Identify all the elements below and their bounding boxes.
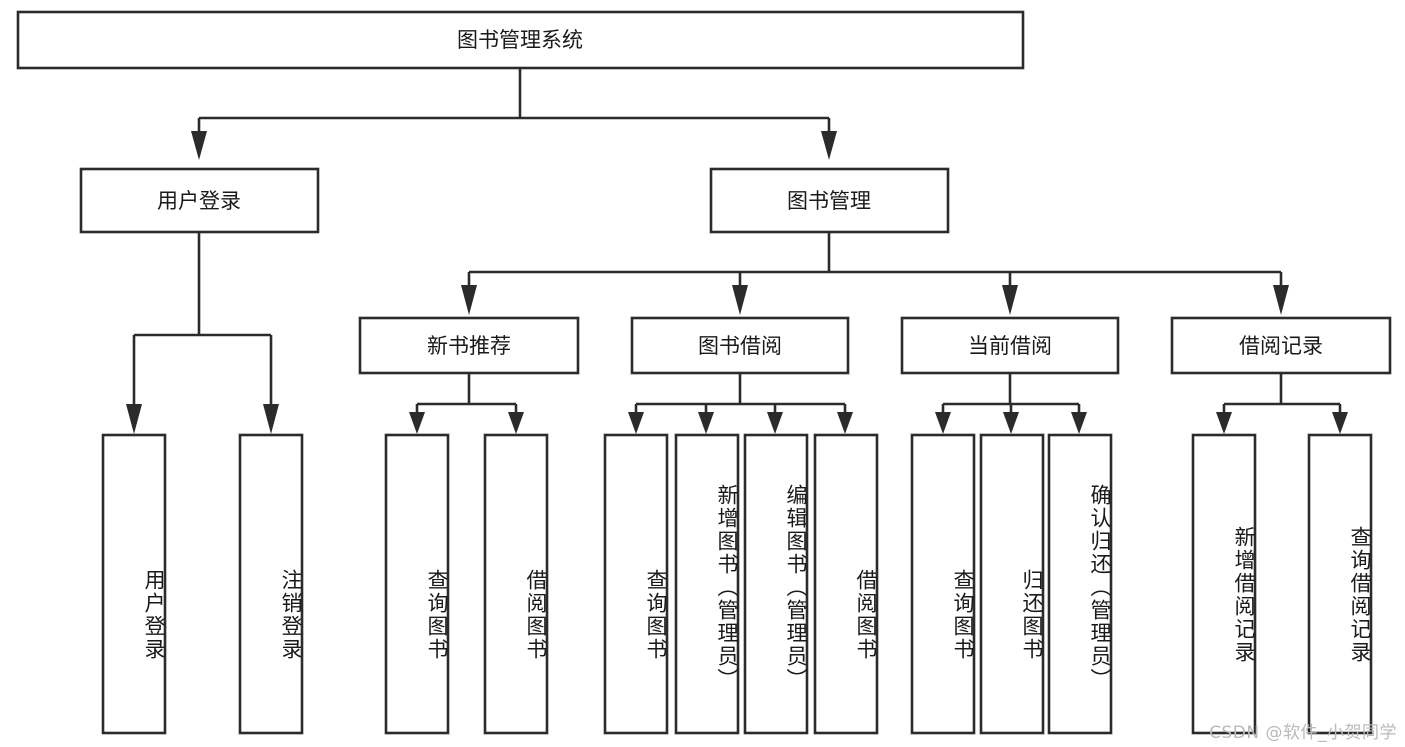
book-manage-label: 图书管理 [787,189,871,213]
book-manage-box[interactable] [709,167,950,234]
arrow-head-to-book-manage [821,131,837,160]
leaf-box-current-borrow-1[interactable] [910,433,976,735]
leaf-box-current-borrow-2[interactable] [979,433,1045,735]
borrow-record-label: 借阅记录 [1239,334,1323,358]
node-root[interactable]: 图书管理系统 [16,10,1025,70]
arrow-head-leaf-book-borrow-4 [837,412,853,434]
leaf-box-user-login-1[interactable] [101,433,167,735]
node-borrow-record[interactable]: 借阅记录 [1170,316,1392,375]
node-current-borrow[interactable]: 当前借阅 [900,316,1120,375]
root-box[interactable] [16,10,1025,70]
leaf-box-user-login-2[interactable] [238,433,304,735]
arrow-head-leaf-user-login-2 [263,404,279,434]
arrow-head-leaf-new-book-2 [508,412,524,434]
arrow-head-leaf-book-borrow-3 [767,412,783,434]
user-login-label: 用户登录 [157,189,241,213]
node-book-borrow[interactable]: 图书借阅 [630,316,850,375]
arrow-head-leaf-borrow-record-1 [1216,412,1232,434]
arrow-head-to-new-book [461,285,477,315]
leaf-box-book-borrow-3[interactable] [743,433,809,735]
book-borrow-box[interactable] [630,316,850,375]
borrow-record-box[interactable] [1170,316,1392,375]
current-borrow-label: 当前借阅 [968,334,1052,358]
arrow-head-to-borrow-record [1273,285,1289,315]
arrow-head-to-current-borrow [1002,285,1018,315]
arrow-head-leaf-user-login-1 [126,404,142,434]
new-book-recommend-box[interactable] [358,316,580,375]
csdn-watermark: CSDN @软件_小贺同学 [1209,723,1397,743]
arrow-head-leaf-current-borrow-3 [1071,412,1087,434]
leaf-box-borrow-record-2[interactable] [1307,433,1373,735]
arrow-head-leaf-current-borrow-1 [935,412,951,434]
leaf-box-current-borrow-3[interactable] [1047,433,1113,735]
leaf-box-new-book-1[interactable] [384,433,450,735]
arrow-head-leaf-book-borrow-2 [698,412,714,434]
arrow-head-leaf-current-borrow-2 [1003,412,1019,434]
leaf-box-borrow-record-1[interactable] [1191,433,1257,735]
root-label: 图书管理系统 [457,28,583,52]
leaf-box-book-borrow-4[interactable] [813,433,879,735]
arrow-head-leaf-borrow-record-2 [1332,412,1348,434]
arrow-head-to-user-login [191,131,207,160]
new-book-recommend-label: 新书推荐 [427,334,511,358]
node-new-book-recommend[interactable]: 新书推荐 [358,316,580,375]
arrow-head-to-book-borrow [732,285,748,315]
leaf-box-new-book-2[interactable] [483,433,549,735]
leaf-box-book-borrow-2[interactable] [674,433,740,735]
arrow-head-leaf-book-borrow-1 [628,412,644,434]
arrow-head-leaf-new-book-1 [409,412,425,434]
node-user-login[interactable]: 用户登录 [79,167,320,234]
book-borrow-label: 图书借阅 [698,334,782,358]
leaf-box-book-borrow-1[interactable] [603,433,669,735]
node-book-manage[interactable]: 图书管理 [709,167,950,234]
current-borrow-box[interactable] [900,316,1120,375]
